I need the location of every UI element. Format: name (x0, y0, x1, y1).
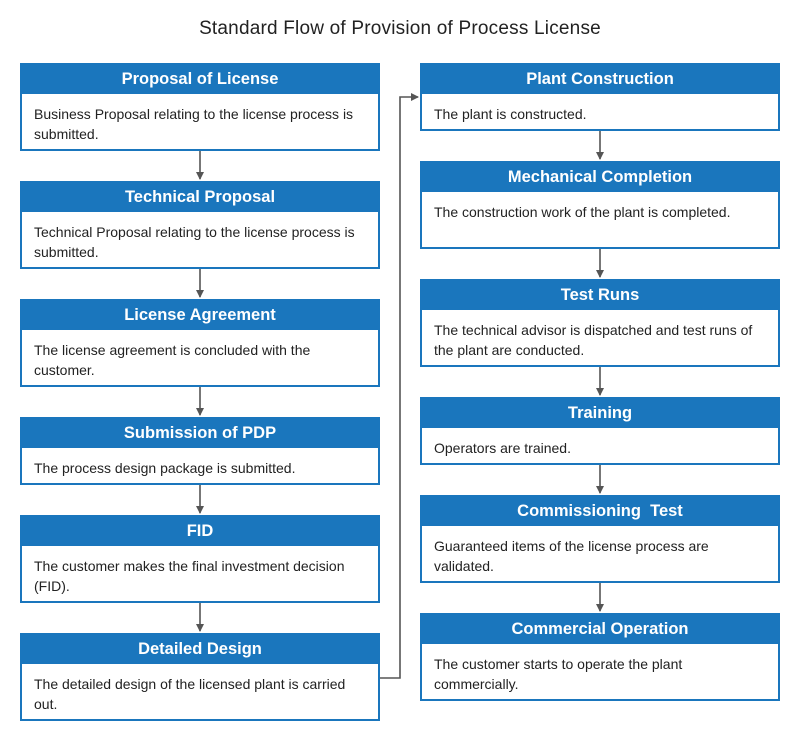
step-description: Business Proposal relating to the licens… (34, 106, 354, 142)
step-test-runs: Test Runs The technical advisor is dispa… (420, 279, 780, 367)
step-description: The construction work of the plant is co… (434, 204, 731, 220)
step-technical-proposal: Technical Proposal Technical Proposal re… (20, 181, 380, 269)
step-title: FID (22, 517, 378, 546)
step-description: Operators are trained. (434, 440, 571, 456)
step-submission-of-pdp: Submission of PDP The process design pac… (20, 417, 380, 485)
step-title: Plant Construction (422, 65, 778, 94)
step-title: Technical Proposal (22, 183, 378, 212)
step-title: Test Runs (422, 281, 778, 310)
step-title: Commissioning Test (422, 497, 778, 526)
diagram-title: Standard Flow of Provision of Process Li… (199, 18, 601, 39)
step-description: Technical Proposal relating to the licen… (34, 224, 355, 260)
step-title: Detailed Design (22, 635, 378, 664)
step-title: Submission of PDP (22, 419, 378, 448)
column-link-arrow (379, 93, 419, 679)
step-description: The technical advisor is dispatched and … (434, 322, 753, 358)
step-plant-construction: Plant Construction The plant is construc… (420, 63, 780, 131)
step-description: The process design package is submitted. (34, 460, 296, 476)
step-detailed-design: Detailed Design The detailed design of t… (20, 633, 380, 721)
step-fid: FID The customer makes the final investm… (20, 515, 380, 603)
step-mechanical-completion: Mechanical Completion The construction w… (420, 161, 780, 249)
step-description: Guaranteed items of the license process … (434, 538, 709, 574)
step-license-agreement: License Agreement The license agreement … (20, 299, 380, 387)
step-description: The customer starts to operate the plant… (434, 656, 683, 692)
step-description: The plant is constructed. (434, 106, 587, 122)
step-title: Training (422, 399, 778, 428)
step-proposal-of-license: Proposal of License Business Proposal re… (20, 63, 380, 151)
step-description: The customer makes the final investment … (34, 558, 345, 594)
step-description: The detailed design of the licensed plan… (34, 676, 346, 712)
step-title: Proposal of License (22, 65, 378, 94)
step-commissioning-test: Commissioning Test Guaranteed items of t… (420, 495, 780, 583)
step-description: The license agreement is concluded with … (34, 342, 311, 378)
step-training: Training Operators are trained. (420, 397, 780, 465)
step-title: License Agreement (22, 301, 378, 330)
step-title: Commercial Operation (422, 615, 778, 644)
step-title: Mechanical Completion (422, 163, 778, 192)
step-commercial-operation: Commercial Operation The customer starts… (420, 613, 780, 701)
